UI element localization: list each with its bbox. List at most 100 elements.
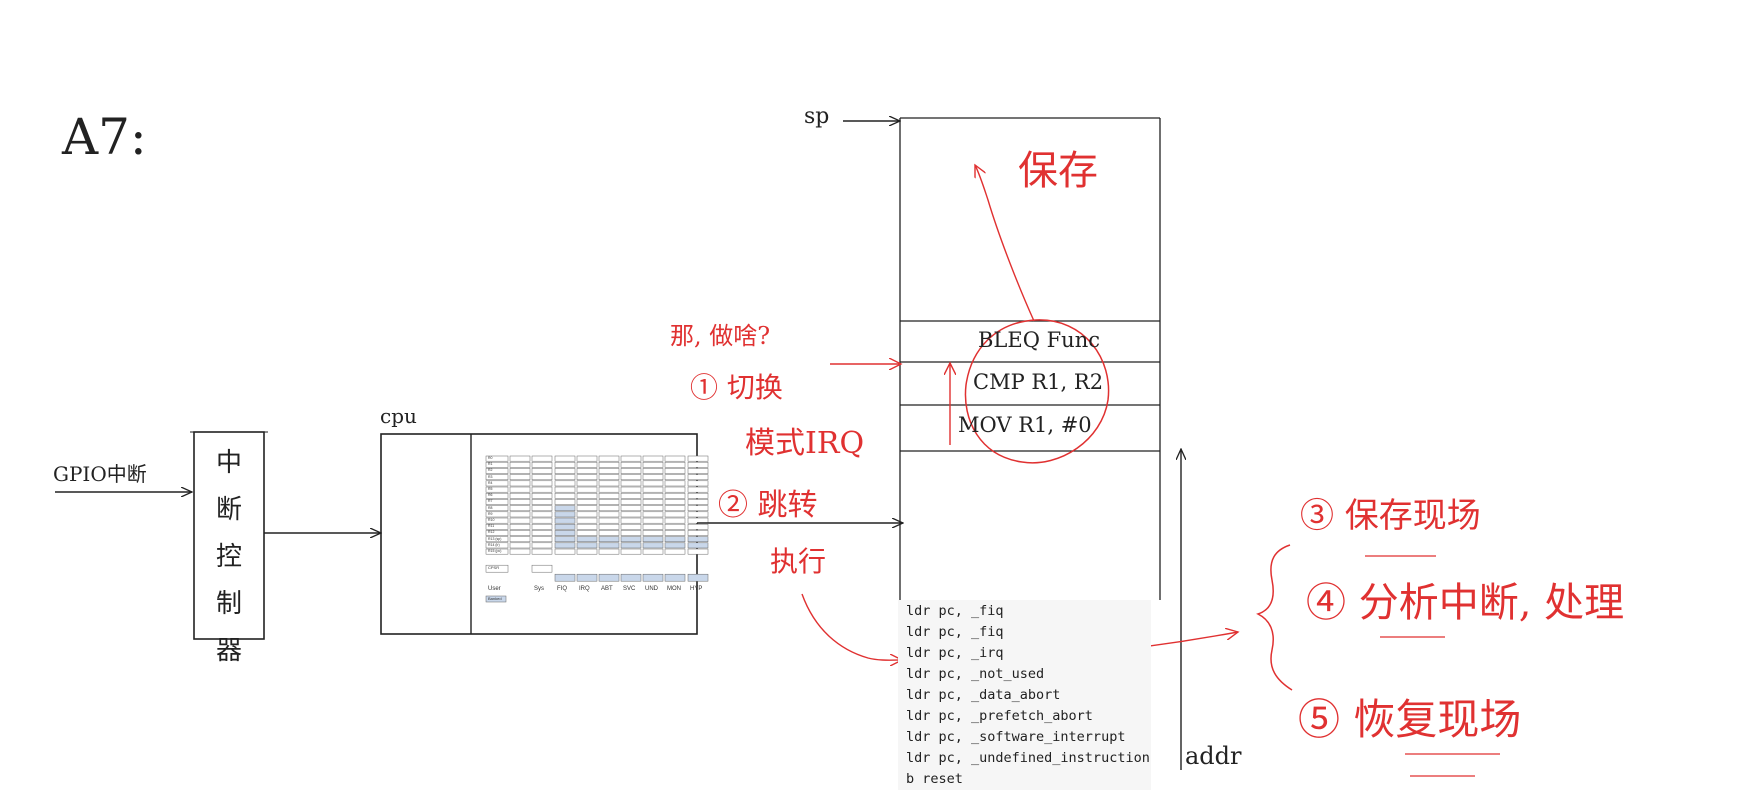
register-label-cell — [485, 542, 509, 549]
register-cell — [620, 548, 642, 555]
register-name-label: R5 — [488, 487, 493, 491]
spsr-cell — [687, 573, 709, 582]
annot-step4: ④ 分析中断, 处理 — [1306, 580, 1625, 626]
register-label-cell — [485, 517, 509, 524]
register-label-cell — [485, 455, 509, 462]
banked-legend-swatch — [485, 595, 507, 603]
register-cell — [509, 455, 531, 462]
register-cell — [509, 486, 531, 493]
register-name-label: R15 (pc) — [488, 549, 502, 553]
gpio-label: GPIO中断 — [53, 462, 147, 486]
register-cell — [509, 492, 531, 499]
register-cell — [509, 480, 531, 487]
annot-exec-curve — [801, 593, 902, 660]
register-name-label: R2 — [488, 468, 493, 473]
register-cell — [664, 486, 686, 493]
register-cell — [598, 455, 620, 462]
stack-instr-bleq: BLEQ Func — [978, 328, 1100, 352]
register-mode-label: FIQ — [557, 586, 567, 592]
register-cell — [620, 499, 642, 505]
register-name-label: R3 — [488, 474, 493, 479]
register-cell — [642, 530, 664, 536]
register-cell — [620, 486, 642, 493]
register-label-cell — [485, 523, 509, 530]
register-cell — [598, 517, 620, 524]
annot-step1-line1: ① 切换 — [690, 371, 783, 404]
register-cell — [531, 536, 553, 543]
register-cell — [554, 517, 576, 524]
vector-table-line: ldr pc, _irq — [906, 645, 1004, 661]
register-cell — [509, 523, 531, 530]
register-mode-label: HYP — [690, 586, 703, 592]
register-cell — [687, 455, 709, 462]
register-label-cell — [485, 499, 509, 505]
register-mode-label: Sys — [534, 586, 545, 592]
register-cell — [642, 548, 664, 555]
register-cell — [642, 505, 664, 512]
register-cell — [664, 480, 686, 487]
register-cell — [531, 548, 553, 555]
register-cell — [642, 461, 664, 468]
register-cell — [642, 499, 664, 505]
register-cell — [664, 505, 686, 512]
register-cell — [664, 536, 686, 543]
register-cell — [509, 536, 531, 543]
register-cell — [664, 461, 686, 468]
register-cell — [687, 474, 709, 481]
register-name-label: R14 (lr) — [488, 542, 500, 547]
register-cell — [620, 480, 642, 487]
register-cell — [576, 548, 598, 555]
register-name-label: R1 — [488, 462, 493, 467]
register-cell — [687, 542, 709, 549]
register-cell — [598, 530, 620, 536]
register-cell — [642, 523, 664, 530]
register-cell — [554, 492, 576, 499]
register-cell — [509, 542, 531, 549]
register-label-cell — [485, 461, 509, 468]
register-cell — [576, 499, 598, 505]
register-label-cell — [485, 548, 509, 555]
register-cell — [620, 517, 642, 524]
register-cell — [642, 536, 664, 543]
register-cell — [576, 492, 598, 499]
register-name-label: R11 — [488, 524, 495, 529]
spsr-cell — [554, 573, 576, 582]
register-cell — [554, 505, 576, 512]
register-cell — [554, 542, 576, 549]
register-label-cell — [485, 486, 509, 493]
register-cell — [576, 480, 598, 487]
register-cell — [554, 523, 576, 530]
register-label-cell — [485, 468, 509, 474]
vector-table-line: ldr pc, _prefetch_abort — [906, 708, 1093, 724]
register-cell — [509, 517, 531, 524]
register-cell — [620, 461, 642, 468]
register-cell — [531, 542, 553, 549]
register-cell — [687, 499, 709, 505]
register-mode-label: MON — [667, 586, 681, 592]
annot-preserve-curve — [975, 165, 1035, 322]
register-name-label: R0 — [488, 456, 493, 460]
register-cell — [687, 505, 709, 512]
register-cell — [664, 499, 686, 505]
register-name-label: R13 (sp) — [488, 536, 502, 541]
register-cell — [509, 505, 531, 512]
register-table — [485, 455, 709, 603]
register-cell — [664, 455, 686, 462]
register-cell — [598, 499, 620, 505]
annot-step1-line2: 模式IRQ — [745, 426, 865, 461]
register-cell — [598, 536, 620, 543]
register-cell — [687, 536, 709, 543]
register-cell — [598, 492, 620, 499]
register-cell — [509, 530, 531, 536]
sp-label: sp — [804, 104, 830, 129]
register-cell — [664, 492, 686, 499]
register-cell — [620, 542, 642, 549]
spsr-cell — [576, 573, 598, 582]
register-cell — [531, 461, 553, 468]
register-mode-label: User — [488, 586, 501, 592]
register-cell — [664, 474, 686, 481]
register-cell — [531, 492, 553, 499]
register-cell — [576, 536, 598, 543]
register-cell — [509, 548, 531, 555]
